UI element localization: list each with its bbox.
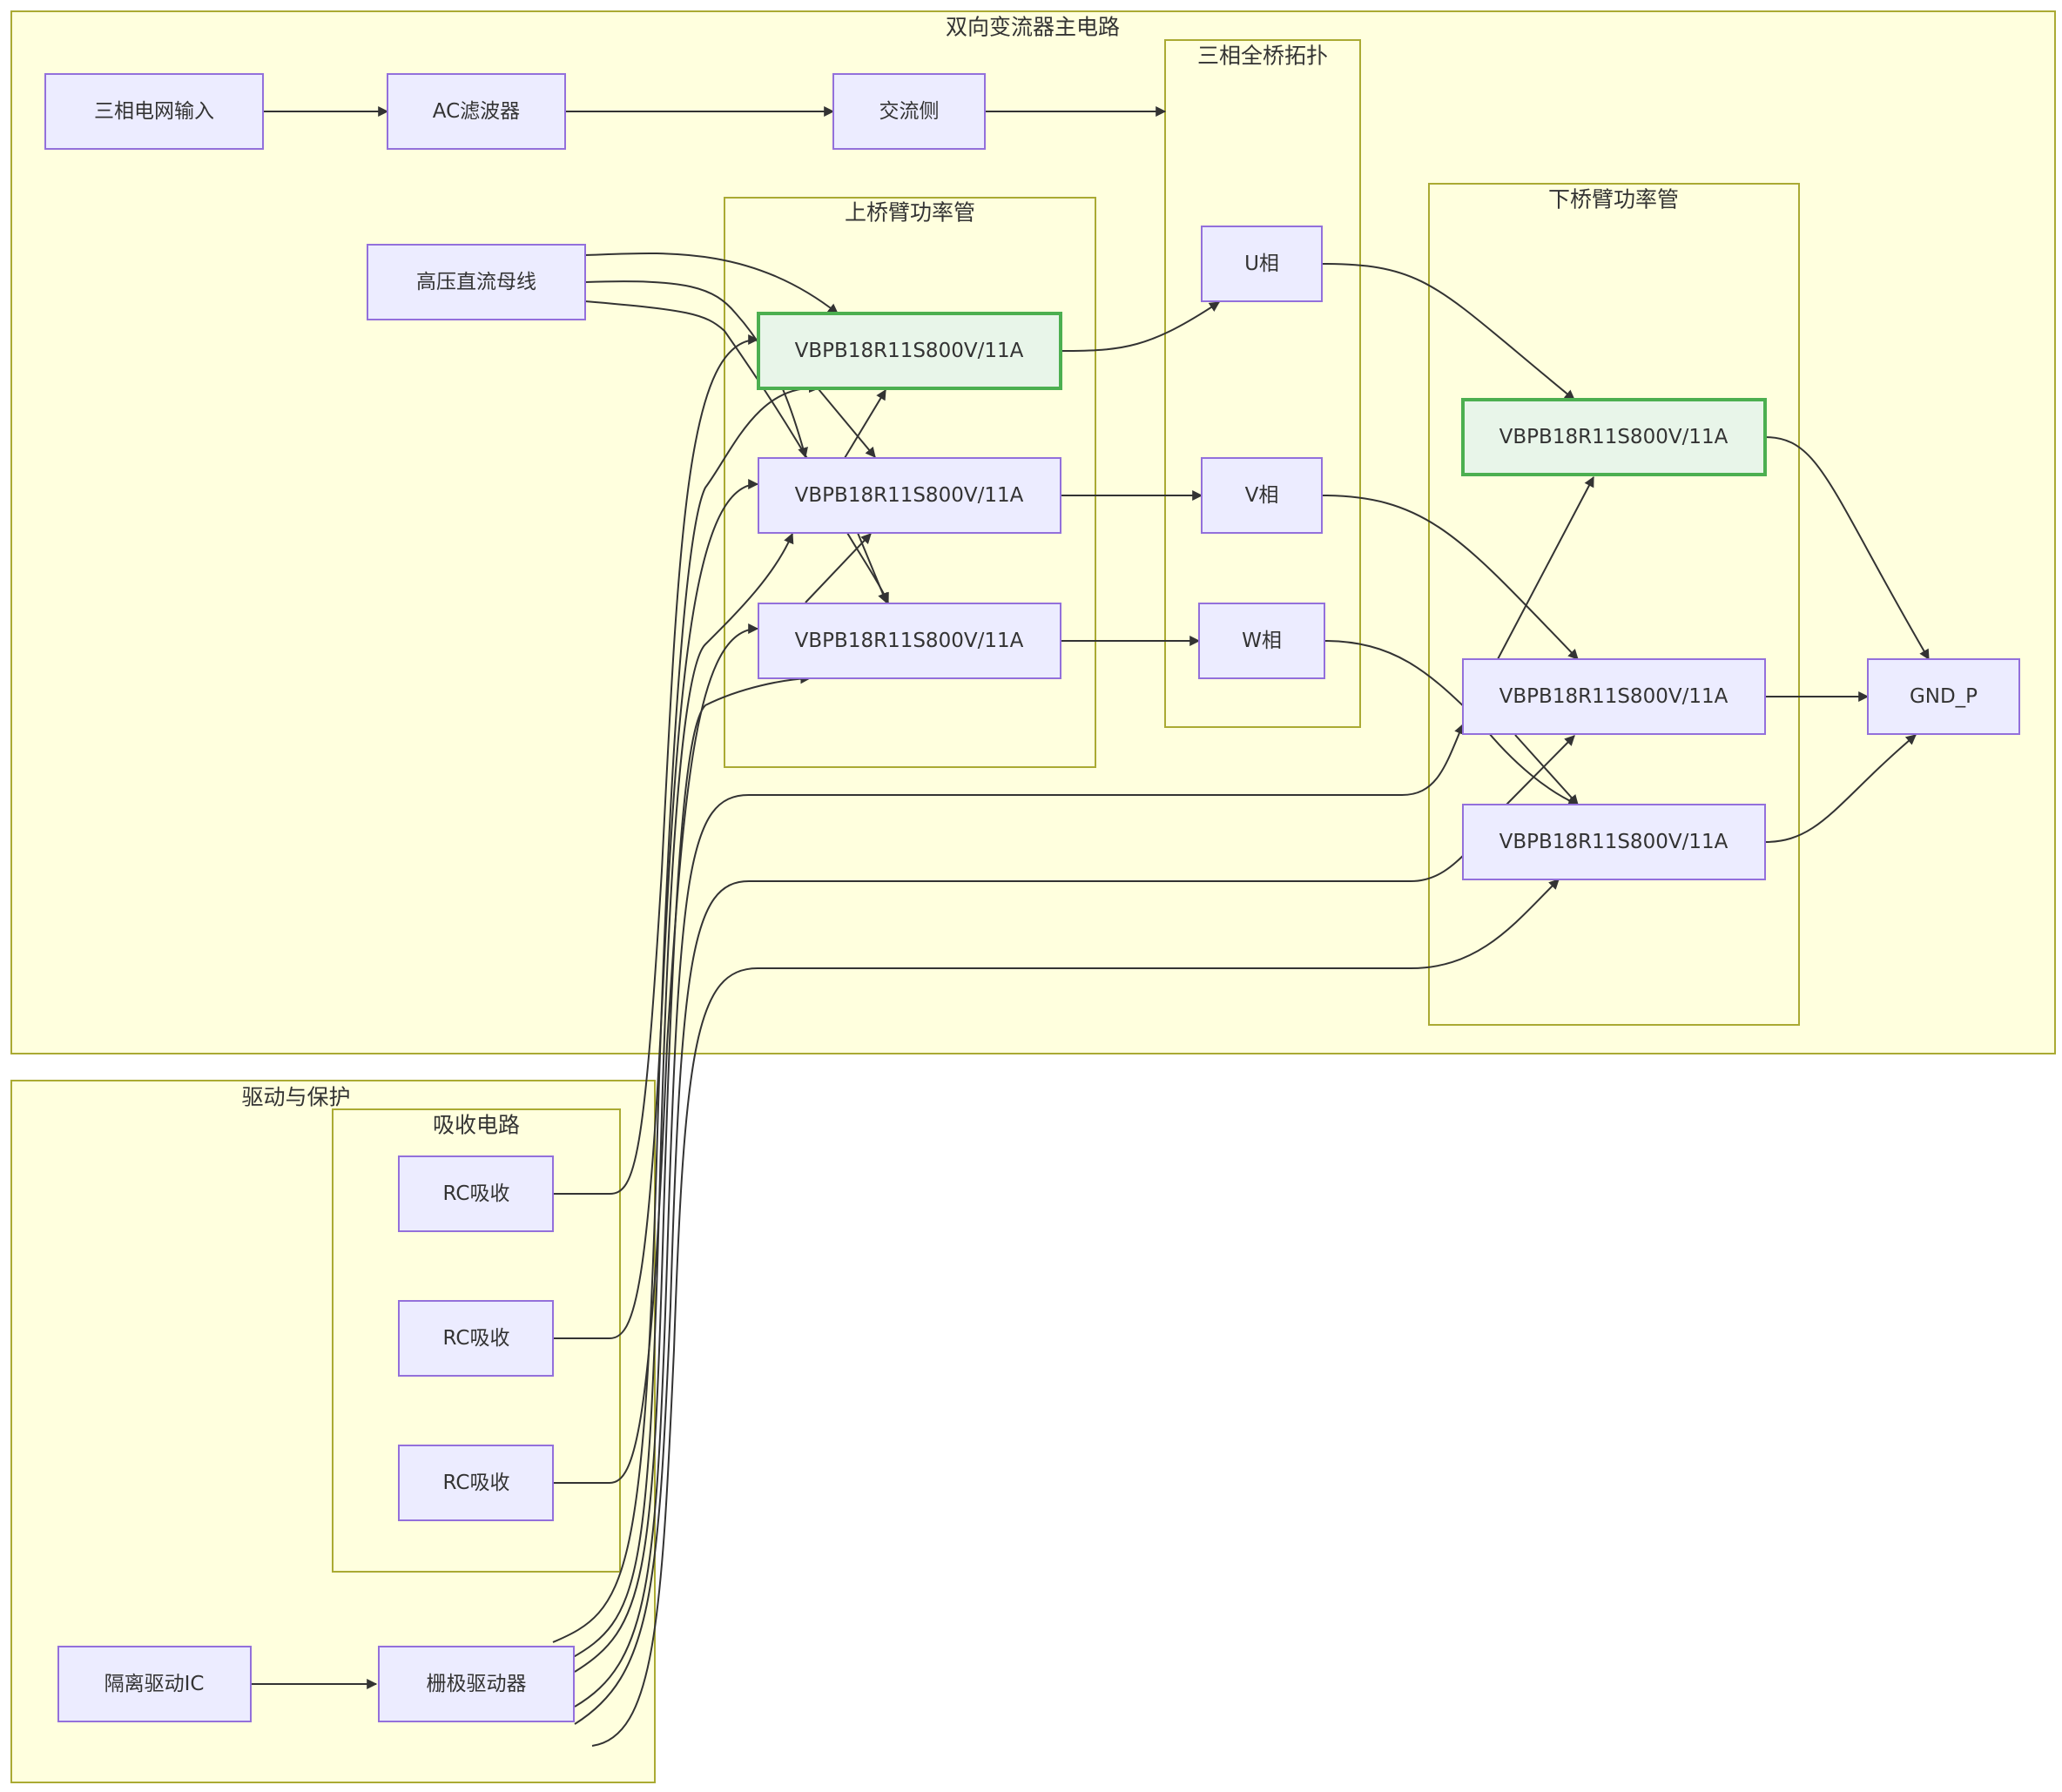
edge-dcbus-to-qu2: [584, 280, 808, 459]
node-rc-snubber-2[interactable]: RC吸收: [398, 1300, 554, 1377]
node-isolated-driver-ic-label: 隔离驱动IC: [104, 1673, 205, 1695]
cluster-upper-arm-title: 上桥臂功率管: [845, 200, 975, 226]
node-grid-input[interactable]: 三相电网输入: [44, 73, 264, 150]
edge-qu1-to-phase-u: [1060, 301, 1221, 352]
node-lower-mosfet-1[interactable]: VBPB18R11S800V/11A: [1461, 398, 1767, 476]
edge-gate-to-qu2: [569, 532, 794, 1660]
cluster-main-circuit-title: 双向变流器主电路: [946, 15, 1120, 40]
node-phase-v-label: V相: [1245, 484, 1279, 507]
node-upper-mosfet-2-label: VBPB18R11S800V/11A: [795, 484, 1024, 507]
edge-dcbus-to-qu1: [584, 252, 839, 314]
node-dc-bus[interactable]: 高压直流母线: [367, 244, 586, 320]
node-ac-filter[interactable]: AC滤波器: [387, 73, 566, 150]
cluster-snubber-title: 吸收电路: [433, 1113, 520, 1138]
edge-ql3-to-gnd: [1764, 734, 1917, 843]
node-lower-mosfet-3[interactable]: VBPB18R11S800V/11A: [1462, 804, 1766, 880]
edge-gate-to-ql2: [574, 839, 1481, 1725]
cluster-three-phase-bridge-title: 三相全桥拓扑: [1197, 44, 1328, 69]
edge-dcbus-to-qu3: [584, 300, 889, 604]
edge-gate-to-qu1: [552, 382, 820, 1643]
node-gnd[interactable]: GND_P: [1867, 658, 2020, 735]
edge-qu3-to-qu2: [805, 533, 872, 603]
node-ac-side-label: 交流侧: [879, 100, 940, 123]
node-isolated-driver-ic[interactable]: 隔离驱动IC: [57, 1646, 252, 1722]
edge-phase-v-to-ql2: [1321, 495, 1579, 660]
node-upper-mosfet-1-label: VBPB18R11S800V/11A: [795, 340, 1024, 362]
edge-ql3-to-ql2: [1506, 735, 1575, 805]
cluster-lower-arm-title: 下桥臂功率管: [1548, 187, 1679, 212]
node-lower-mosfet-1-label: VBPB18R11S800V/11A: [1499, 426, 1728, 448]
node-phase-w[interactable]: W相: [1198, 603, 1325, 679]
cluster-lower-arm: 下桥臂功率管: [1428, 183, 1800, 1026]
edge-qu2-to-qu3: [857, 532, 888, 604]
node-grid-input-label: 三相电网输入: [94, 100, 214, 123]
node-upper-mosfet-3[interactable]: VBPB18R11S800V/11A: [758, 603, 1061, 679]
node-rc-snubber-3-label: RC吸收: [443, 1472, 510, 1494]
edge-phase-u-to-ql1: [1321, 263, 1575, 401]
node-gate-driver-label: 栅极驱动器: [427, 1673, 527, 1695]
node-upper-mosfet-1[interactable]: VBPB18R11S800V/11A: [757, 312, 1062, 390]
node-rc-snubber-3[interactable]: RC吸收: [398, 1445, 554, 1521]
edge-ql1-to-gnd: [1764, 436, 1930, 661]
edge-rc3-to-qu3: [553, 623, 759, 1484]
node-rc-snubber-1-label: RC吸收: [443, 1182, 510, 1205]
node-upper-mosfet-2[interactable]: VBPB18R11S800V/11A: [758, 457, 1061, 534]
node-gate-driver[interactable]: 栅极驱动器: [378, 1646, 575, 1722]
node-phase-u-label: U相: [1244, 253, 1279, 275]
node-gnd-label: GND_P: [1910, 685, 1978, 708]
node-phase-w-label: W相: [1242, 630, 1282, 652]
node-dc-bus-label: 高压直流母线: [416, 271, 536, 293]
node-rc-snubber-1[interactable]: RC吸收: [398, 1155, 554, 1232]
edge-qu2-to-qu1: [844, 388, 886, 459]
node-lower-mosfet-2-label: VBPB18R11S800V/11A: [1499, 685, 1728, 708]
edge-gate-to-qu3: [574, 673, 812, 1673]
cluster-drive-protection-title: 驱动与保护: [241, 1085, 350, 1110]
edge-gate-to-ql3: [591, 879, 1560, 1747]
node-ac-filter-label: AC滤波器: [433, 100, 520, 123]
edge-qu1-to-qu2: [818, 388, 876, 458]
node-rc-snubber-2-label: RC吸收: [443, 1327, 510, 1350]
edge-ql2-to-ql3: [1514, 734, 1579, 805]
node-lower-mosfet-2[interactable]: VBPB18R11S800V/11A: [1462, 658, 1766, 735]
edge-ql2-to-ql1: [1497, 475, 1594, 660]
node-phase-v[interactable]: V相: [1201, 457, 1323, 534]
edge-gate-to-ql1: [574, 723, 1465, 1708]
node-ac-side[interactable]: 交流侧: [832, 73, 986, 150]
node-upper-mosfet-3-label: VBPB18R11S800V/11A: [795, 630, 1024, 652]
node-lower-mosfet-3-label: VBPB18R11S800V/11A: [1499, 831, 1728, 853]
edges: [251, 106, 1930, 1747]
node-phase-u[interactable]: U相: [1201, 226, 1323, 302]
edge-rc1-to-qu1: [553, 334, 759, 1195]
